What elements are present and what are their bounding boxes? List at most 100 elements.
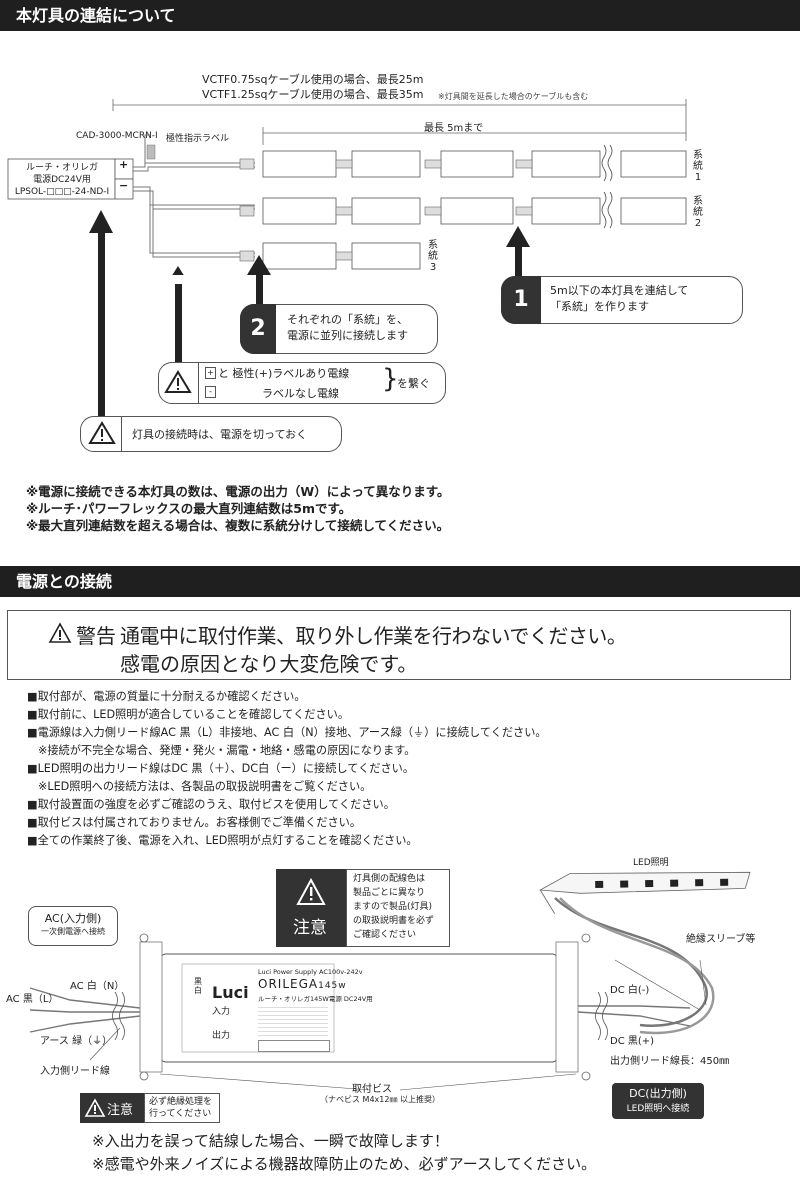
step2-text: それぞれの「系統」を、 電源に並列に接続します: [287, 312, 408, 344]
rule-7: ■取付設置面の強度を必ずご確認のうえ、取付ビスを使用してください。: [27, 798, 395, 811]
note-1: ※電源に接続できる本灯具の数は、電源の出力（W）によって異なります。: [26, 484, 450, 499]
wire-join-text: を繋ぐ: [397, 377, 430, 390]
earth-label: アース 緑（⏚）: [40, 1036, 113, 1047]
input-lead-label: 入力側リード線: [40, 1066, 110, 1077]
plus-mark: +: [205, 367, 216, 379]
warning-icon: [88, 421, 116, 444]
warning-icon: [296, 878, 326, 905]
psu-brand-name: ORILEGA: [258, 977, 319, 991]
section-title: 本灯具の連結について: [16, 6, 176, 25]
arrow-shaft-step1: [515, 246, 522, 276]
cable-note: ※灯具間を延長した場合のケーブルも含む: [438, 92, 589, 101]
caution-line: ますので製品(灯具): [353, 902, 433, 912]
step1-number: 1: [501, 276, 541, 324]
minus-mark: -: [205, 386, 216, 398]
step1-line2: 「系統」を作ります: [550, 300, 649, 313]
psu-plus: +: [119, 158, 129, 171]
system-2-label: 系統2: [693, 196, 703, 229]
arrow-shaft-step2: [256, 274, 263, 304]
warning-line2: 感電の原因となり大変危険です。: [120, 652, 418, 676]
section-title: 電源との接続: [16, 572, 112, 591]
step2-number: 2: [240, 304, 276, 354]
power-off-box: [80, 416, 342, 452]
cable-length-125: VCTF1.25sqケーブル使用の場合、最長35m: [202, 88, 424, 101]
arrow-shaft-polarity: [175, 284, 182, 364]
caution2-line2: 行ってください: [149, 1109, 212, 1119]
warning-box: [7, 610, 791, 680]
psu-brand: ORILEGA145w: [258, 977, 347, 991]
system-3-label: 系統3: [428, 240, 438, 273]
note-2: ※ルーチ･パワーフレックスの最大直列連結数は5mです。: [26, 501, 352, 516]
wire-minus-text: ラベルなし電線: [262, 387, 339, 400]
warning-line1: 通電中に取付作業、取り外し作業を行わないでください。: [120, 624, 627, 648]
caution2-label: 注意: [107, 1103, 134, 1118]
dc-black-label: DC 黒(+): [610, 1036, 655, 1047]
psu-label: ルーチ・オリレガ 電源DC24V用 LPSOL-□□□-24-ND-I: [10, 162, 114, 198]
caution2-line1: 必ず絶縁処理を: [149, 1097, 213, 1107]
max-length-label: 最長 5mまで: [424, 123, 484, 134]
psu-watt: 145w: [318, 981, 347, 991]
rule-2: ■取付前に、LED照明が適合していることを確認してください。: [27, 708, 350, 721]
psu-input-label: 入力: [212, 1007, 231, 1017]
dc-side-label: DC(出力側): [629, 1087, 687, 1100]
ac-side-box: AC(入力側) 一次側電源へ接続: [28, 906, 118, 946]
caution-line: 灯具側の配線色は: [353, 874, 426, 884]
final-note-1: ※入出力を誤って結線した場合、一瞬で故障します！: [92, 1132, 449, 1150]
output-lead-label: 出力側リード線長：450㎜: [610, 1056, 730, 1067]
step1-line1: 5m以下の本灯具を連結して: [550, 284, 689, 297]
led-label: LED照明: [633, 858, 669, 868]
warning-icon: [84, 1098, 106, 1117]
ac-side-sub: 一次側電源へ接続: [41, 927, 105, 936]
caution2-text: 必ず絶縁処理を 行ってください: [144, 1093, 220, 1123]
warning-icon: [164, 370, 192, 393]
rule-5: ■LED照明の出力リード線はDC 黒（＋）、DC白（ー）に接続してください。: [27, 762, 415, 775]
rule-6: ※LED照明への接続方法は、各製品の取扱説明書をご覧ください。: [38, 780, 372, 793]
psu-input-mark: 黒白: [194, 977, 202, 995]
sleeve-label: 絶縁スリーブ等: [686, 934, 756, 945]
step2-line2: 電源に並列に接続します: [287, 329, 408, 342]
rule-1: ■取付部が、電源の質量に十分耐えるか確認ください。: [27, 690, 306, 703]
psu-line3: LPSOL-□□□-24-ND-I: [14, 187, 110, 197]
psu-line1: ルーチ・オリレガ: [25, 163, 98, 173]
power-off-divider: [121, 416, 122, 452]
step1-text: 5m以下の本灯具を連結して 「系統」を作ります: [550, 283, 688, 315]
rule-9: ■全ての作業終了後、電源を入れ、LED照明が点灯することを確認ください。: [27, 834, 418, 847]
ac-black-label: AC 黒（L）: [6, 994, 59, 1005]
step2-line1: それぞれの「系統」を、: [287, 313, 408, 326]
psu-line2: 電源DC24V用: [33, 175, 91, 185]
note-3: ※最大直列連結数を超える場合は、複数に系統分けして接続してください。: [26, 518, 450, 533]
rule-8: ■取付ビスは付属されておりません。お客様側でご準備ください。: [27, 816, 362, 829]
ac-side-label: AC(入力側): [44, 912, 102, 925]
psu-cert-marks: [258, 1040, 330, 1052]
caution-line: ご確認ください: [353, 930, 417, 940]
psu-logo: Luci: [212, 983, 249, 1002]
caution-text: 灯具側の配線色は 製品ごとに異なり ますので製品(灯具) の取扱説明書を必ず ご…: [353, 872, 434, 942]
psu-brand-small: Luci Power Supply AC100v-242v: [258, 968, 363, 976]
wiring-diagram: [7, 99, 687, 275]
screw-sub: （ナベビス M4x12㎜ 以上推奨）: [320, 1095, 440, 1104]
caution-line: 製品ごとに異なり: [353, 888, 426, 898]
dc-side-box: DC(出力側) LED照明へ接続: [612, 1083, 704, 1119]
wire-plus-text: と 極性(+)ラベルあり電線: [218, 367, 350, 380]
caution-text-box: [346, 869, 450, 947]
cable-length-075: VCTF0.75sqケーブル使用の場合、最長25m: [202, 73, 424, 86]
polarity-label-text: 極性指示ラベル: [166, 134, 230, 144]
rule-4: ※接続が不完全な場合、発煙・発火・漏電・地絡・感電の原因になります。: [38, 744, 416, 757]
system-1-label: 系統1: [693, 150, 703, 183]
screw-label: 取付ビス: [352, 1084, 392, 1095]
psu-sub: ルーチ・オリレガ145W電源 DC24V用: [258, 995, 373, 1003]
dc-white-label: DC 白(-): [610, 985, 650, 996]
section-header-power: 電源との接続: [0, 566, 800, 597]
ac-white-label: AC 白（N）: [70, 981, 125, 992]
rule-3: ■電源線は入力側リード線AC 黒（L）非接地、AC 白（N）接地、アース緑（⏚）…: [27, 726, 547, 739]
connector-model: CAD-3000-MCRN-I: [76, 131, 158, 141]
polarity-divider: [198, 362, 199, 404]
warning-icon: [48, 622, 72, 643]
caution-label: 注意: [293, 918, 327, 938]
brace: }: [382, 364, 399, 394]
arrow-shaft-power: [98, 275, 105, 418]
dc-side-sub: LED照明へ接続: [626, 1104, 690, 1114]
warning-label: 警告: [76, 624, 116, 648]
psu-output-label: 出力: [212, 1031, 231, 1041]
psu-spec-lines: [258, 1004, 328, 1038]
